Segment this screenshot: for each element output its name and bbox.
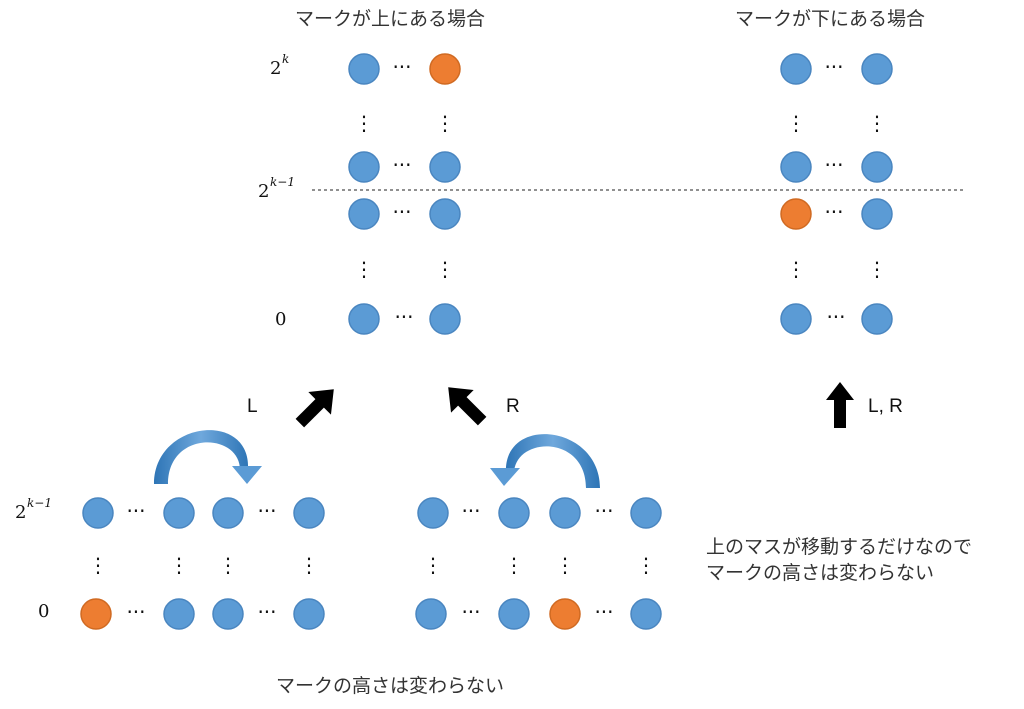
vdots: ⋮ [88, 553, 108, 577]
vdots: ⋮ [218, 553, 238, 577]
label-2k-1-bottom: 2 k−1 [15, 496, 52, 523]
grid-mark-bottom: ··· ⋮ ⋮ ··· ··· ⋮ ⋮ ··· [780, 53, 893, 335]
node [429, 303, 461, 335]
node [163, 598, 195, 630]
vdots: ⋮ [354, 257, 374, 281]
hdots: ··· [257, 499, 276, 523]
svg-text:k: k [282, 52, 289, 66]
vdots: ⋮ [867, 111, 887, 135]
vdots: ⋮ [786, 257, 806, 281]
node [861, 303, 893, 335]
hdots: ··· [394, 305, 413, 329]
arrow-label-lr: L, R [868, 396, 903, 417]
hdots: ··· [824, 55, 843, 79]
arrow-up-right-icon [295, 389, 334, 428]
node [630, 598, 662, 630]
note-right-line2: マークの高さは変わらない [706, 562, 934, 584]
title-mark-bottom: マークが下にある場合 [735, 8, 925, 30]
vdots: ⋮ [423, 553, 443, 577]
node [348, 198, 380, 230]
grid-bottom-right: ··· ··· ⋮ ⋮ ⋮ ⋮ ··· ··· [415, 497, 662, 630]
svg-text:2: 2 [258, 181, 269, 202]
arrow-up-left-icon [448, 387, 487, 426]
node [212, 598, 244, 630]
node [780, 53, 812, 85]
node [861, 198, 893, 230]
vdots: ⋮ [786, 111, 806, 135]
title-mark-top: マークが上にある場合 [295, 8, 485, 30]
arrow-up-icon [826, 382, 854, 428]
svg-text:k−1: k−1 [27, 496, 52, 510]
node-marked [429, 53, 461, 85]
label-2k-1-top: 2 k−1 [258, 175, 295, 202]
node [415, 598, 447, 630]
grid-bottom-left: ··· ··· ⋮ ⋮ ⋮ ⋮ ··· ··· [80, 497, 325, 630]
node [293, 598, 325, 630]
node [780, 151, 812, 183]
note-bottom: マークの高さは変わらない [276, 675, 504, 697]
node [498, 598, 530, 630]
node [212, 497, 244, 529]
node-marked [780, 198, 812, 230]
hdots: ··· [824, 153, 843, 177]
node [163, 497, 195, 529]
node [780, 303, 812, 335]
vdots: ⋮ [169, 553, 189, 577]
node [348, 151, 380, 183]
node [630, 497, 662, 529]
node [429, 151, 461, 183]
hdots: ··· [392, 200, 411, 224]
node [549, 497, 581, 529]
hdots: ··· [126, 499, 145, 523]
vdots: ⋮ [555, 553, 575, 577]
vdots: ⋮ [636, 553, 656, 577]
hdots: ··· [594, 499, 613, 523]
hdots: ··· [392, 55, 411, 79]
arrow-label-l: L [247, 396, 258, 417]
vdots: ⋮ [504, 553, 524, 577]
arrow-label-r: R [506, 396, 520, 417]
node [861, 53, 893, 85]
vdots: ⋮ [435, 257, 455, 281]
label-2k: 2 k [270, 52, 289, 79]
node-marked [549, 598, 581, 630]
node [429, 198, 461, 230]
hdots: ··· [461, 600, 480, 624]
hdots: ··· [126, 600, 145, 624]
hdots: ··· [826, 305, 845, 329]
node [293, 497, 325, 529]
hdots: ··· [594, 600, 613, 624]
curved-arrow-left-icon [490, 434, 600, 488]
node [348, 303, 380, 335]
label-zero-top: 0 [275, 309, 286, 330]
label-zero-bottom: 0 [38, 601, 49, 622]
vdots: ⋮ [867, 257, 887, 281]
vdots: ⋮ [299, 553, 319, 577]
note-right-line1: 上のマスが移動するだけなので [706, 536, 972, 558]
hdots: ··· [257, 600, 276, 624]
svg-text:2: 2 [15, 502, 26, 523]
node [82, 497, 114, 529]
vdots: ⋮ [435, 111, 455, 135]
hdots: ··· [461, 499, 480, 523]
grid-mark-top: ··· ⋮ ⋮ ··· ··· ⋮ ⋮ ··· [348, 53, 461, 335]
svg-text:k−1: k−1 [270, 175, 295, 189]
svg-text:2: 2 [270, 58, 281, 79]
hdots: ··· [392, 153, 411, 177]
node [861, 151, 893, 183]
node [348, 53, 380, 85]
node [417, 497, 449, 529]
hdots: ··· [824, 200, 843, 224]
curved-arrow-right-icon [154, 430, 262, 484]
vdots: ⋮ [354, 111, 374, 135]
node-marked [80, 598, 112, 630]
node [498, 497, 530, 529]
